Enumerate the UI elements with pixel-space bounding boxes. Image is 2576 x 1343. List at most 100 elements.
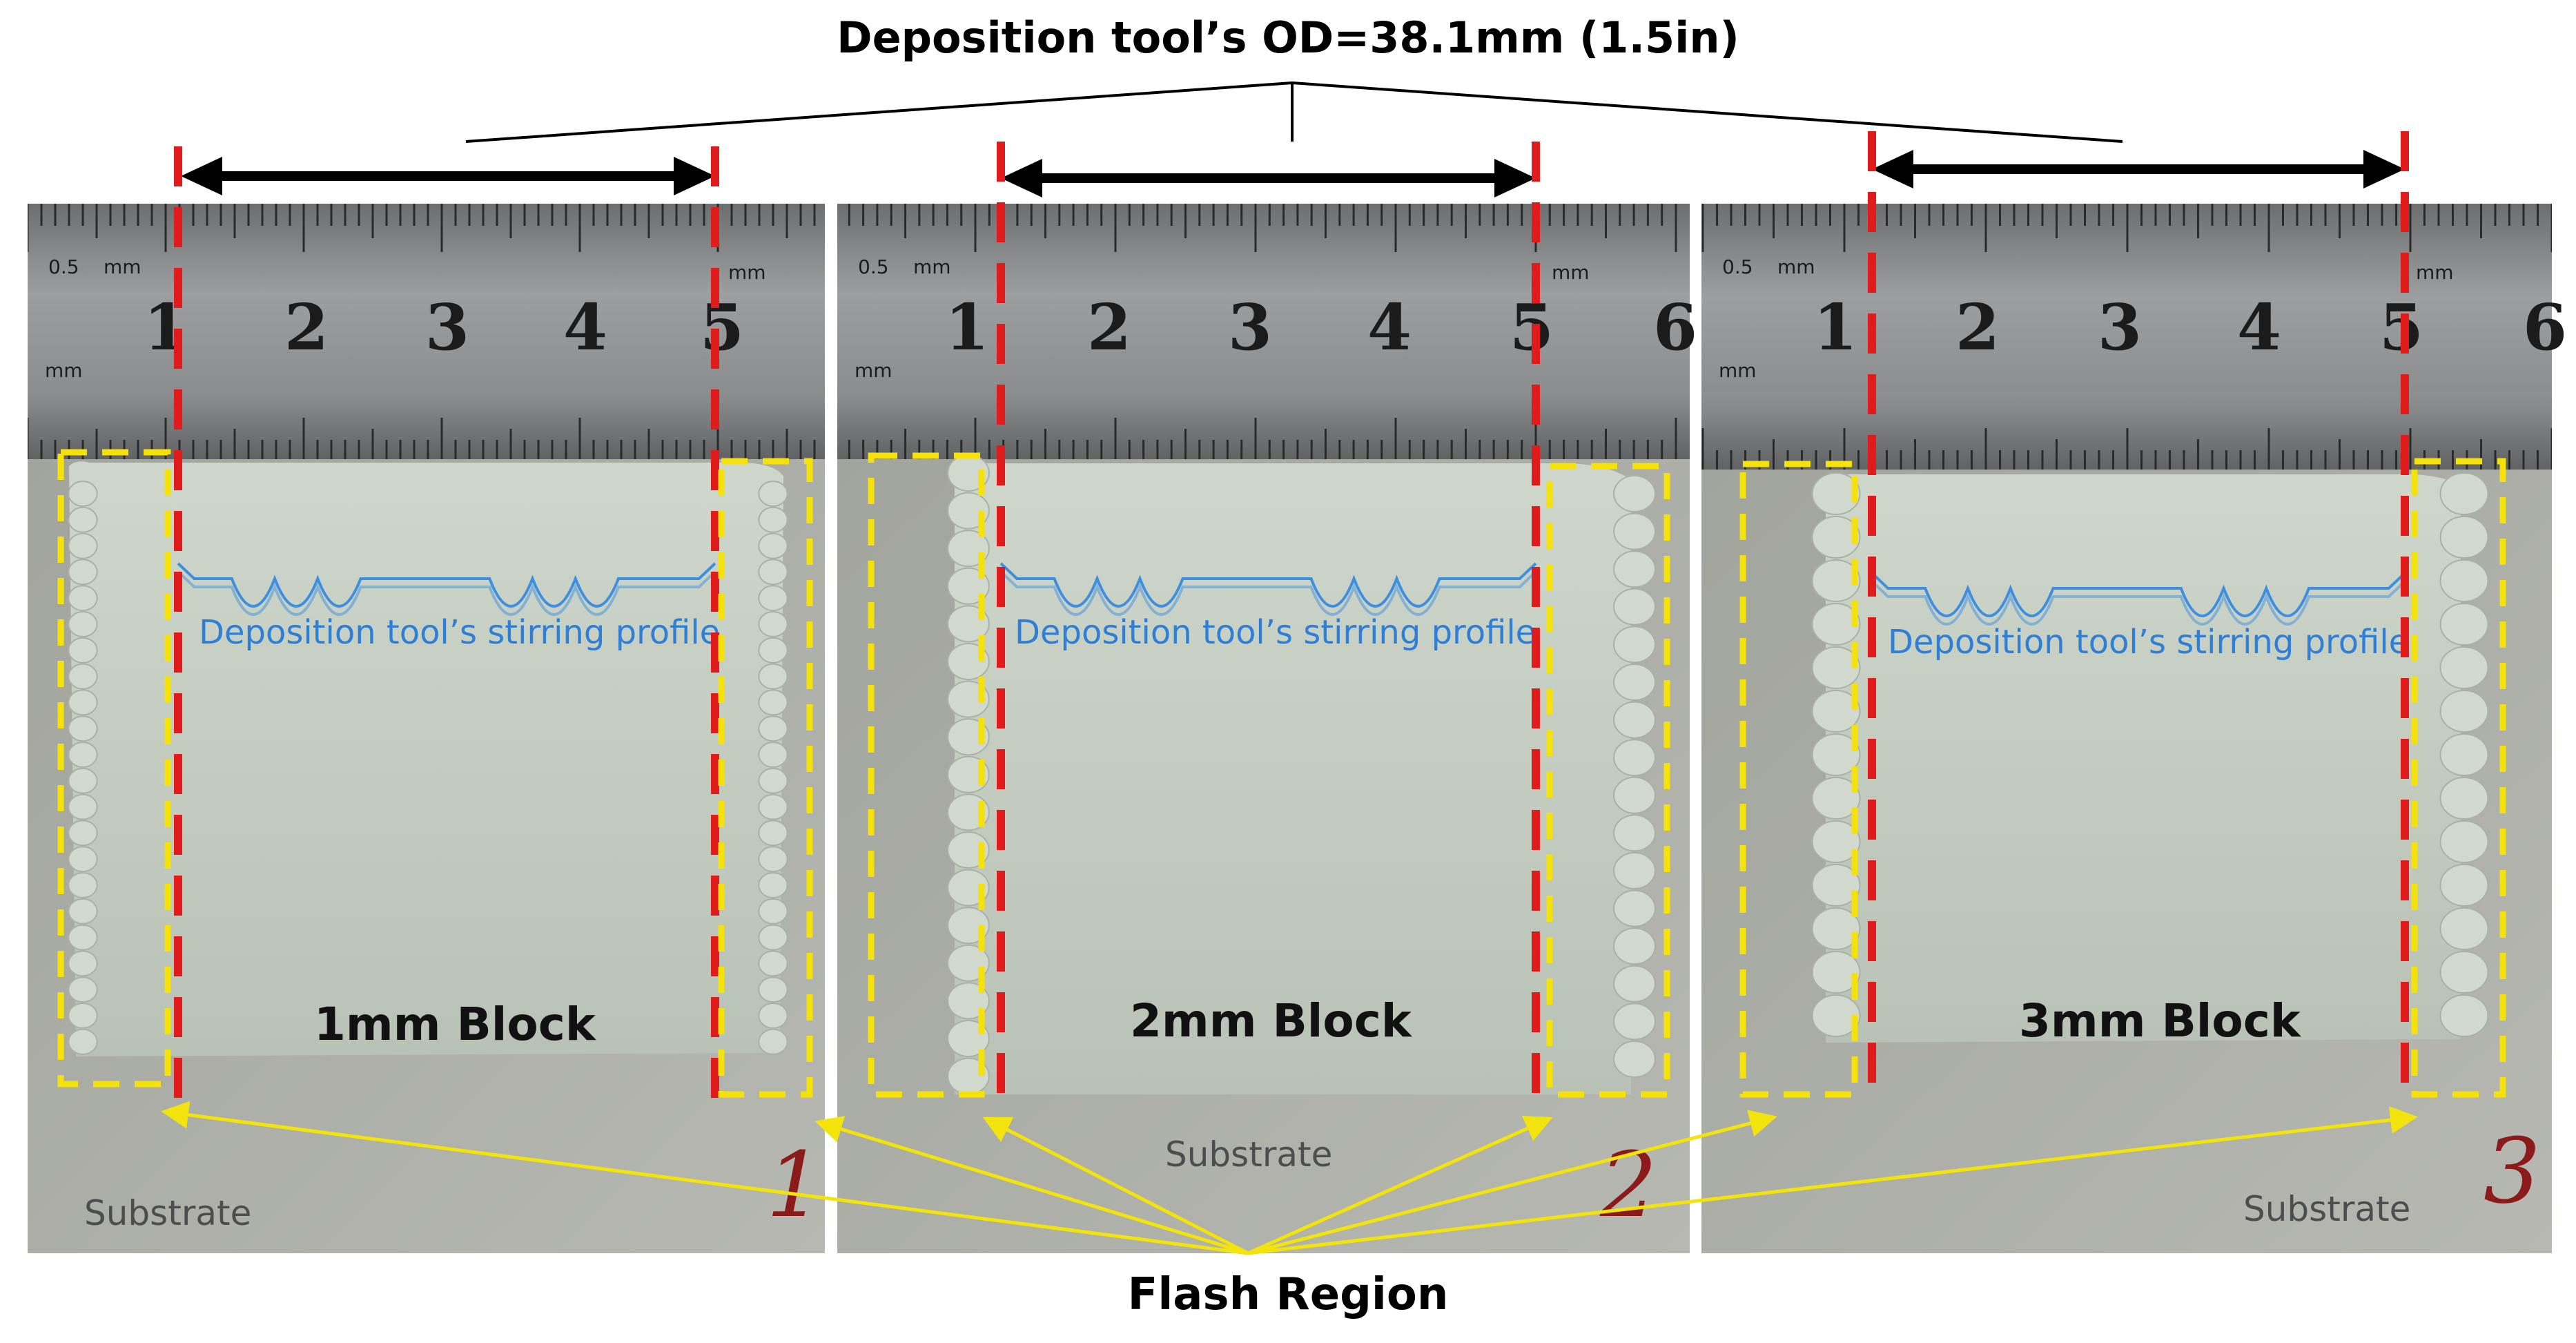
flash-bead (758, 1028, 788, 1055)
flash-bead (758, 950, 788, 977)
flash-bead (2439, 559, 2489, 602)
od-arrow-head (1494, 159, 1536, 197)
flash-bead (68, 611, 98, 637)
flash-bead (1613, 701, 1656, 739)
ruler-number: 3 (2098, 290, 2143, 365)
flash-bead (758, 1003, 788, 1029)
flash-bead (2439, 733, 2489, 776)
ruler-unit: 0.5 (48, 255, 79, 278)
flash-bead (758, 637, 788, 664)
ruler-ticks (1701, 204, 2552, 470)
flash-bead (758, 506, 788, 533)
substrate-label: Substrate (1165, 1134, 1333, 1175)
flash-bead (2439, 907, 2489, 950)
flash-bead (1811, 951, 1861, 994)
ruler-unit: mm (913, 255, 951, 278)
ruler-number: 3 (425, 290, 470, 365)
flash-bead (758, 481, 788, 507)
ruler-number: 4 (563, 290, 608, 365)
ruler-unit: mm (104, 255, 142, 278)
flash-bead (1811, 820, 1861, 863)
flash-bead (68, 950, 98, 977)
flash-bead (68, 1028, 98, 1055)
flash-bead (1613, 475, 1656, 512)
flash-bead (947, 793, 990, 831)
flash-bead (1811, 559, 1861, 602)
flash-bead (68, 715, 98, 742)
flash-bead (2439, 820, 2489, 863)
flash-bead (68, 532, 98, 559)
od-arrow-head (181, 157, 222, 195)
ruler-unit: 0.5 (1722, 255, 1753, 278)
od-arrow-head (674, 157, 715, 195)
flash-bead (758, 532, 788, 559)
flash-bead (1613, 664, 1656, 701)
flash-bead (1613, 889, 1656, 927)
flash-bead (1613, 1041, 1656, 1078)
flash-bead (947, 1057, 990, 1095)
ruler-number: 5 (1510, 290, 1554, 365)
ruler-number: 2 (284, 290, 329, 365)
flash-bead (758, 846, 788, 873)
block-label: 3mm Block (2019, 994, 2301, 1047)
flash-bead (68, 820, 98, 847)
flash-bead (947, 944, 990, 982)
ruler-number: 5 (2379, 290, 2424, 365)
flash-bead (758, 820, 788, 847)
flash-bead (2439, 864, 2489, 907)
ruler-number: 2 (1087, 290, 1132, 365)
block-label: 2mm Block (1130, 994, 1412, 1047)
flash-bead (68, 1003, 98, 1029)
flash-bead (1811, 994, 1861, 1037)
flash-bead (1613, 927, 1656, 965)
flash-bead (758, 611, 788, 637)
flash-bead (758, 715, 788, 742)
stirring-profile-label: Deposition tool’s stirring profile (1015, 613, 1536, 652)
flash-bead (68, 585, 98, 612)
stirring-profile-label: Deposition tool’s stirring profile (1888, 623, 2410, 661)
ruler-number: 1 (945, 290, 990, 365)
flash-bead (2439, 603, 2489, 646)
flash-bead (947, 680, 990, 718)
flash-bead (68, 689, 98, 716)
flash-bead (947, 755, 990, 793)
flash-bead (1613, 512, 1656, 550)
ruler-unit: mm (1777, 255, 1815, 278)
flash-bead (68, 872, 98, 898)
ruler-number: 1 (144, 290, 188, 365)
flash-bead (1811, 646, 1861, 689)
ruler-unit: 0.5 (858, 255, 889, 278)
handwritten-mark: 3 (2484, 1119, 2541, 1224)
ruler-number: 6 (2523, 290, 2568, 365)
ruler-unit: mm (2416, 261, 2454, 284)
flash-bead (68, 793, 98, 820)
flash-bead (68, 924, 98, 951)
ruler-unit: mm (855, 359, 892, 382)
flash-bead (758, 663, 788, 690)
flash-bead (758, 767, 788, 794)
flash-bead (68, 767, 98, 794)
flash-bead (1613, 626, 1656, 664)
od-arrows (181, 150, 2405, 197)
flash-bead (758, 976, 788, 1003)
flash-bead (1811, 864, 1861, 907)
flash-bead (2439, 646, 2489, 689)
ruler-unit: mm (1552, 261, 1590, 284)
flash-bead (68, 663, 98, 690)
flash-bead (758, 872, 788, 898)
ruler (28, 204, 825, 459)
flash-bead (758, 924, 788, 951)
ruler-unit: mm (1719, 359, 1757, 382)
flash-bead (947, 831, 990, 869)
flash-bead (2439, 472, 2489, 515)
flash-bead (1613, 588, 1656, 626)
flash-bead (1613, 739, 1656, 777)
flash-bead (1613, 852, 1656, 889)
flash-bead (947, 643, 990, 680)
flash-bead (1811, 777, 1861, 820)
flash-bead (947, 869, 990, 907)
ruler-number: 4 (2237, 290, 2282, 365)
flash-bead (2439, 951, 2489, 994)
handwritten-mark: 2 (1600, 1132, 1657, 1237)
